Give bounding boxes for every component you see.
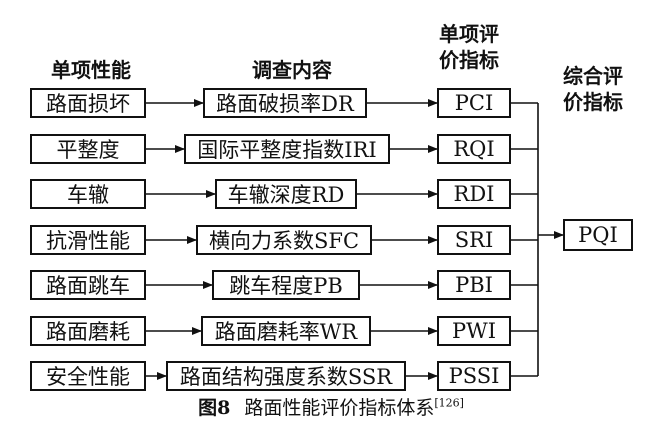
header-survey: 调查内容 — [252, 58, 332, 82]
performance-box: 安全性能 — [30, 361, 146, 391]
composite-index-box: PQI — [563, 219, 633, 251]
header-single-index-line-1: 单项评 — [439, 22, 499, 46]
survey-box: 跳车程度PB — [212, 270, 360, 300]
caption-figure-number: 图8 — [198, 397, 231, 419]
performance-box: 平整度 — [30, 134, 146, 164]
single-index-box: PWI — [437, 316, 511, 346]
performance-box: 路面磨耗 — [30, 316, 146, 346]
caption-reference: [126] — [434, 396, 464, 410]
header-composite-index-line-2: 价指标 — [563, 90, 623, 114]
single-index-box: PBI — [437, 270, 511, 300]
performance-box: 车辙 — [30, 179, 146, 209]
survey-box: 车辙深度RD — [215, 179, 357, 209]
header-performance: 单项性能 — [51, 58, 131, 82]
survey-box: 路面结构强度系数SSR — [166, 361, 406, 391]
survey-box: 横向力系数SFC — [196, 225, 372, 255]
header-single-index-line-2: 价指标 — [439, 48, 499, 72]
performance-box: 路面损坏 — [30, 88, 146, 118]
single-index-box: RQI — [437, 134, 511, 164]
performance-box: 路面跳车 — [30, 270, 146, 300]
header-composite-index-line-1: 综合评 — [563, 64, 623, 88]
single-index-box: PSSI — [437, 361, 511, 391]
single-index-box: RDI — [437, 179, 511, 209]
survey-box: 国际平整度指数IRI — [184, 134, 390, 164]
single-index-box: PCI — [437, 88, 511, 118]
figure-caption: 图8 路面性能评价指标体系[126] — [0, 393, 662, 420]
caption-title: 路面性能评价指标体系 — [244, 397, 435, 419]
survey-box: 路面破损率DR — [203, 88, 367, 118]
single-index-box: SRI — [437, 225, 511, 255]
survey-box: 路面磨耗率WR — [201, 316, 371, 346]
performance-box: 抗滑性能 — [30, 225, 146, 255]
